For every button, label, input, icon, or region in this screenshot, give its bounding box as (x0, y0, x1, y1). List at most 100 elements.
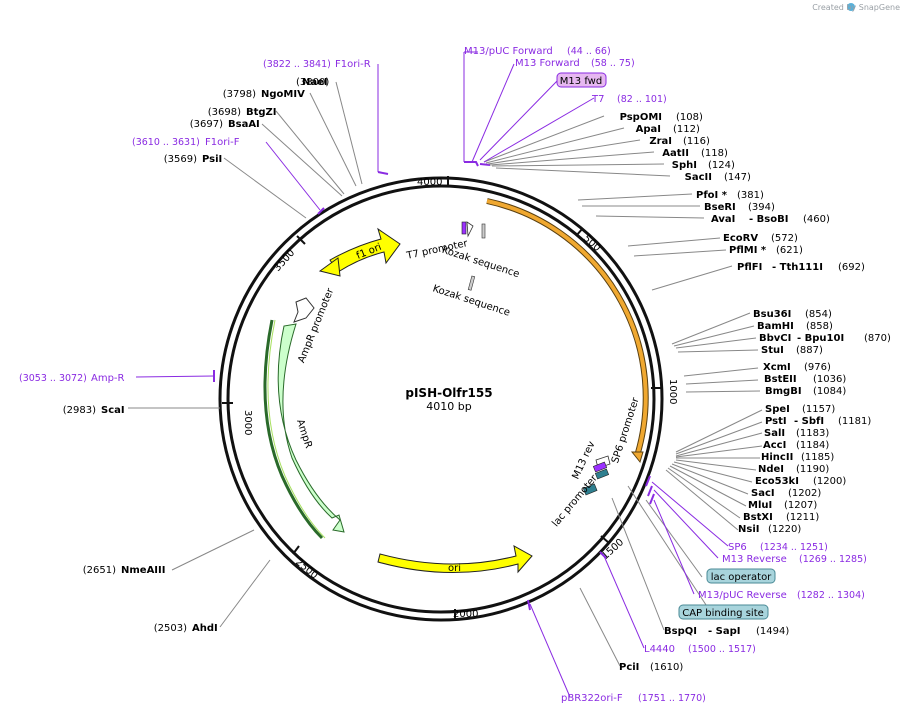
tick-marks (222, 176, 662, 620)
site-sali: SalI (764, 428, 785, 439)
site-saci-pos: (1202) (788, 488, 821, 499)
site-eco53ki: Eco53kI (755, 476, 799, 487)
site-bspqi: BspQI (664, 626, 697, 637)
primer-l4440-pos: (1500 .. 1517) (688, 644, 756, 655)
site-xcmi: XcmI (763, 362, 791, 373)
site-bsaai-pos: (3697) (190, 119, 223, 130)
site-avai: AvaI (711, 214, 735, 225)
site-psti: PstI (765, 416, 787, 427)
site-hincii: HincII (761, 452, 793, 463)
site-acci-pos: (1184) (796, 440, 829, 451)
site-stui: StuI (761, 345, 784, 356)
primer-f1ori-f: F1ori-F (205, 137, 240, 148)
site-sacii-pos: (147) (724, 172, 751, 183)
primer-m13puc-reverse: M13/pUC Reverse (698, 590, 787, 601)
ori-feature (377, 545, 533, 574)
site-aatii: AatII (662, 148, 689, 159)
lac-operator-box (706, 568, 776, 584)
site-stui-pos: (887) (796, 345, 823, 356)
site-spei: SpeI (765, 404, 790, 415)
ori-label: ori (448, 563, 461, 574)
site-bsteii: BstEII (764, 374, 797, 385)
kozak-marker-2 (467, 275, 476, 291)
ampr-label: AmpR (294, 418, 314, 450)
primer-sp6: SP6 (728, 542, 747, 553)
site-bsu36i-pos: (854) (805, 309, 832, 320)
site-avai-pos: (460) (803, 214, 830, 225)
backbone-outer (218, 176, 664, 622)
primer-m13-reverse: M13 Reverse (722, 554, 787, 565)
lac-operator-label: lac operator (711, 572, 772, 583)
tick-2000: 2000 (453, 609, 478, 620)
primer-t7: T7 (591, 94, 604, 105)
site-btgzi: BtgZI (246, 107, 277, 118)
site-apai: ApaI (636, 124, 661, 135)
site-scai-pos: (2983) (63, 405, 96, 416)
site-bmgbi: BmgBI (765, 386, 802, 397)
site-bspqi-pos: (1494) (756, 626, 789, 637)
primer-l4440: L4440 (644, 644, 675, 655)
site-scai: ScaI (101, 405, 125, 416)
site-ecorv: EcoRV (723, 233, 758, 244)
site-eco53ki-pos: (1200) (813, 476, 846, 487)
primer-marks (213, 161, 655, 611)
kozak-marker-1 (481, 223, 486, 239)
ampr-strand-highlight (267, 319, 326, 539)
site-pcii-pos: (1610) (650, 662, 683, 673)
tick-1500: 1500 (600, 537, 626, 562)
site-aatii-pos: (118) (701, 148, 728, 159)
site-mlui-pos: (1207) (784, 500, 817, 511)
primer-m13puc-reverse-pos: (1282 .. 1304) (797, 590, 865, 601)
primer-m13-forward-pos: (58 .. 75) (591, 58, 635, 69)
site-saci: SacI (751, 488, 775, 499)
site-bseri: BseRI (704, 202, 736, 213)
plasmid-length: 4010 bp (426, 400, 471, 413)
site-psti-pos: (1181) (838, 416, 871, 427)
m13fwd-box (556, 72, 607, 88)
orf-arrowhead (630, 451, 644, 464)
site-ahdi-pos: (2503) (154, 623, 187, 634)
site-pflmi-pos: (621) (776, 245, 803, 256)
site-ndei-pos: (1190) (796, 464, 829, 475)
t7-primer-site (461, 221, 467, 235)
primer-amp-r-pos: (3053 .. 3072) (19, 373, 87, 384)
site-pspomi-pos: (108) (676, 112, 703, 123)
site-leaders (128, 81, 763, 667)
site-bmgbi-pos: (1084) (813, 386, 846, 397)
primer-m13puc-forward: M13/pUC Forward (464, 46, 553, 57)
site-ahdi: AhdI (192, 623, 218, 634)
site-bbvci-pos: (870) (864, 333, 891, 344)
site-xcmi-pos: (976) (804, 362, 831, 373)
site-pcii: PciI (619, 662, 639, 673)
site-naei: NaeI (302, 77, 328, 88)
primer-amp-r: Amp-R (91, 373, 125, 384)
site-sacii: SacII (685, 172, 712, 183)
snapgene-watermark: Created by SnapGene (812, 3, 900, 12)
primer-f1ori-r: F1ori-R (335, 59, 371, 70)
site-bamhi: BamHI (757, 321, 794, 332)
site-apai-pos: (112) (673, 124, 700, 135)
cap-site-box (678, 604, 769, 620)
site-bsaai: BsaAI (228, 119, 260, 130)
primer-leaders (135, 51, 729, 698)
kozak-label-1: Kozak sequence (440, 245, 520, 280)
site-psii-pos: (3569) (164, 154, 197, 165)
site-ecorv-pos: (572) (771, 233, 798, 244)
tick-3000: 3000 (242, 410, 253, 435)
site-zrai-pos: (116) (683, 136, 710, 147)
primer-pbr322ori-f: pBR322ori-F (561, 693, 623, 704)
primer-labels: (3822 .. 3841) F1ori-R (3610 .. 3631) F1… (19, 46, 867, 704)
site-ndei: NdeI (758, 464, 784, 475)
tick-1000: 1000 (667, 379, 678, 404)
site-sapi: - SapI (708, 626, 740, 637)
site-zrai: ZraI (649, 136, 672, 147)
snapgene-logo-icon (847, 3, 855, 11)
site-pflfi: PflFI (737, 262, 762, 273)
primer-m13puc-forward-pos: (44 .. 66) (567, 46, 611, 57)
site-psii: PsiI (202, 154, 222, 165)
site-bpu10i: - Bpu10I (797, 333, 844, 344)
site-acci: AccI (763, 440, 786, 451)
cap-site-label: CAP binding site (682, 608, 764, 619)
primer-m13-forward: M13 Forward (515, 58, 580, 69)
site-sphi: SphI (672, 160, 697, 171)
